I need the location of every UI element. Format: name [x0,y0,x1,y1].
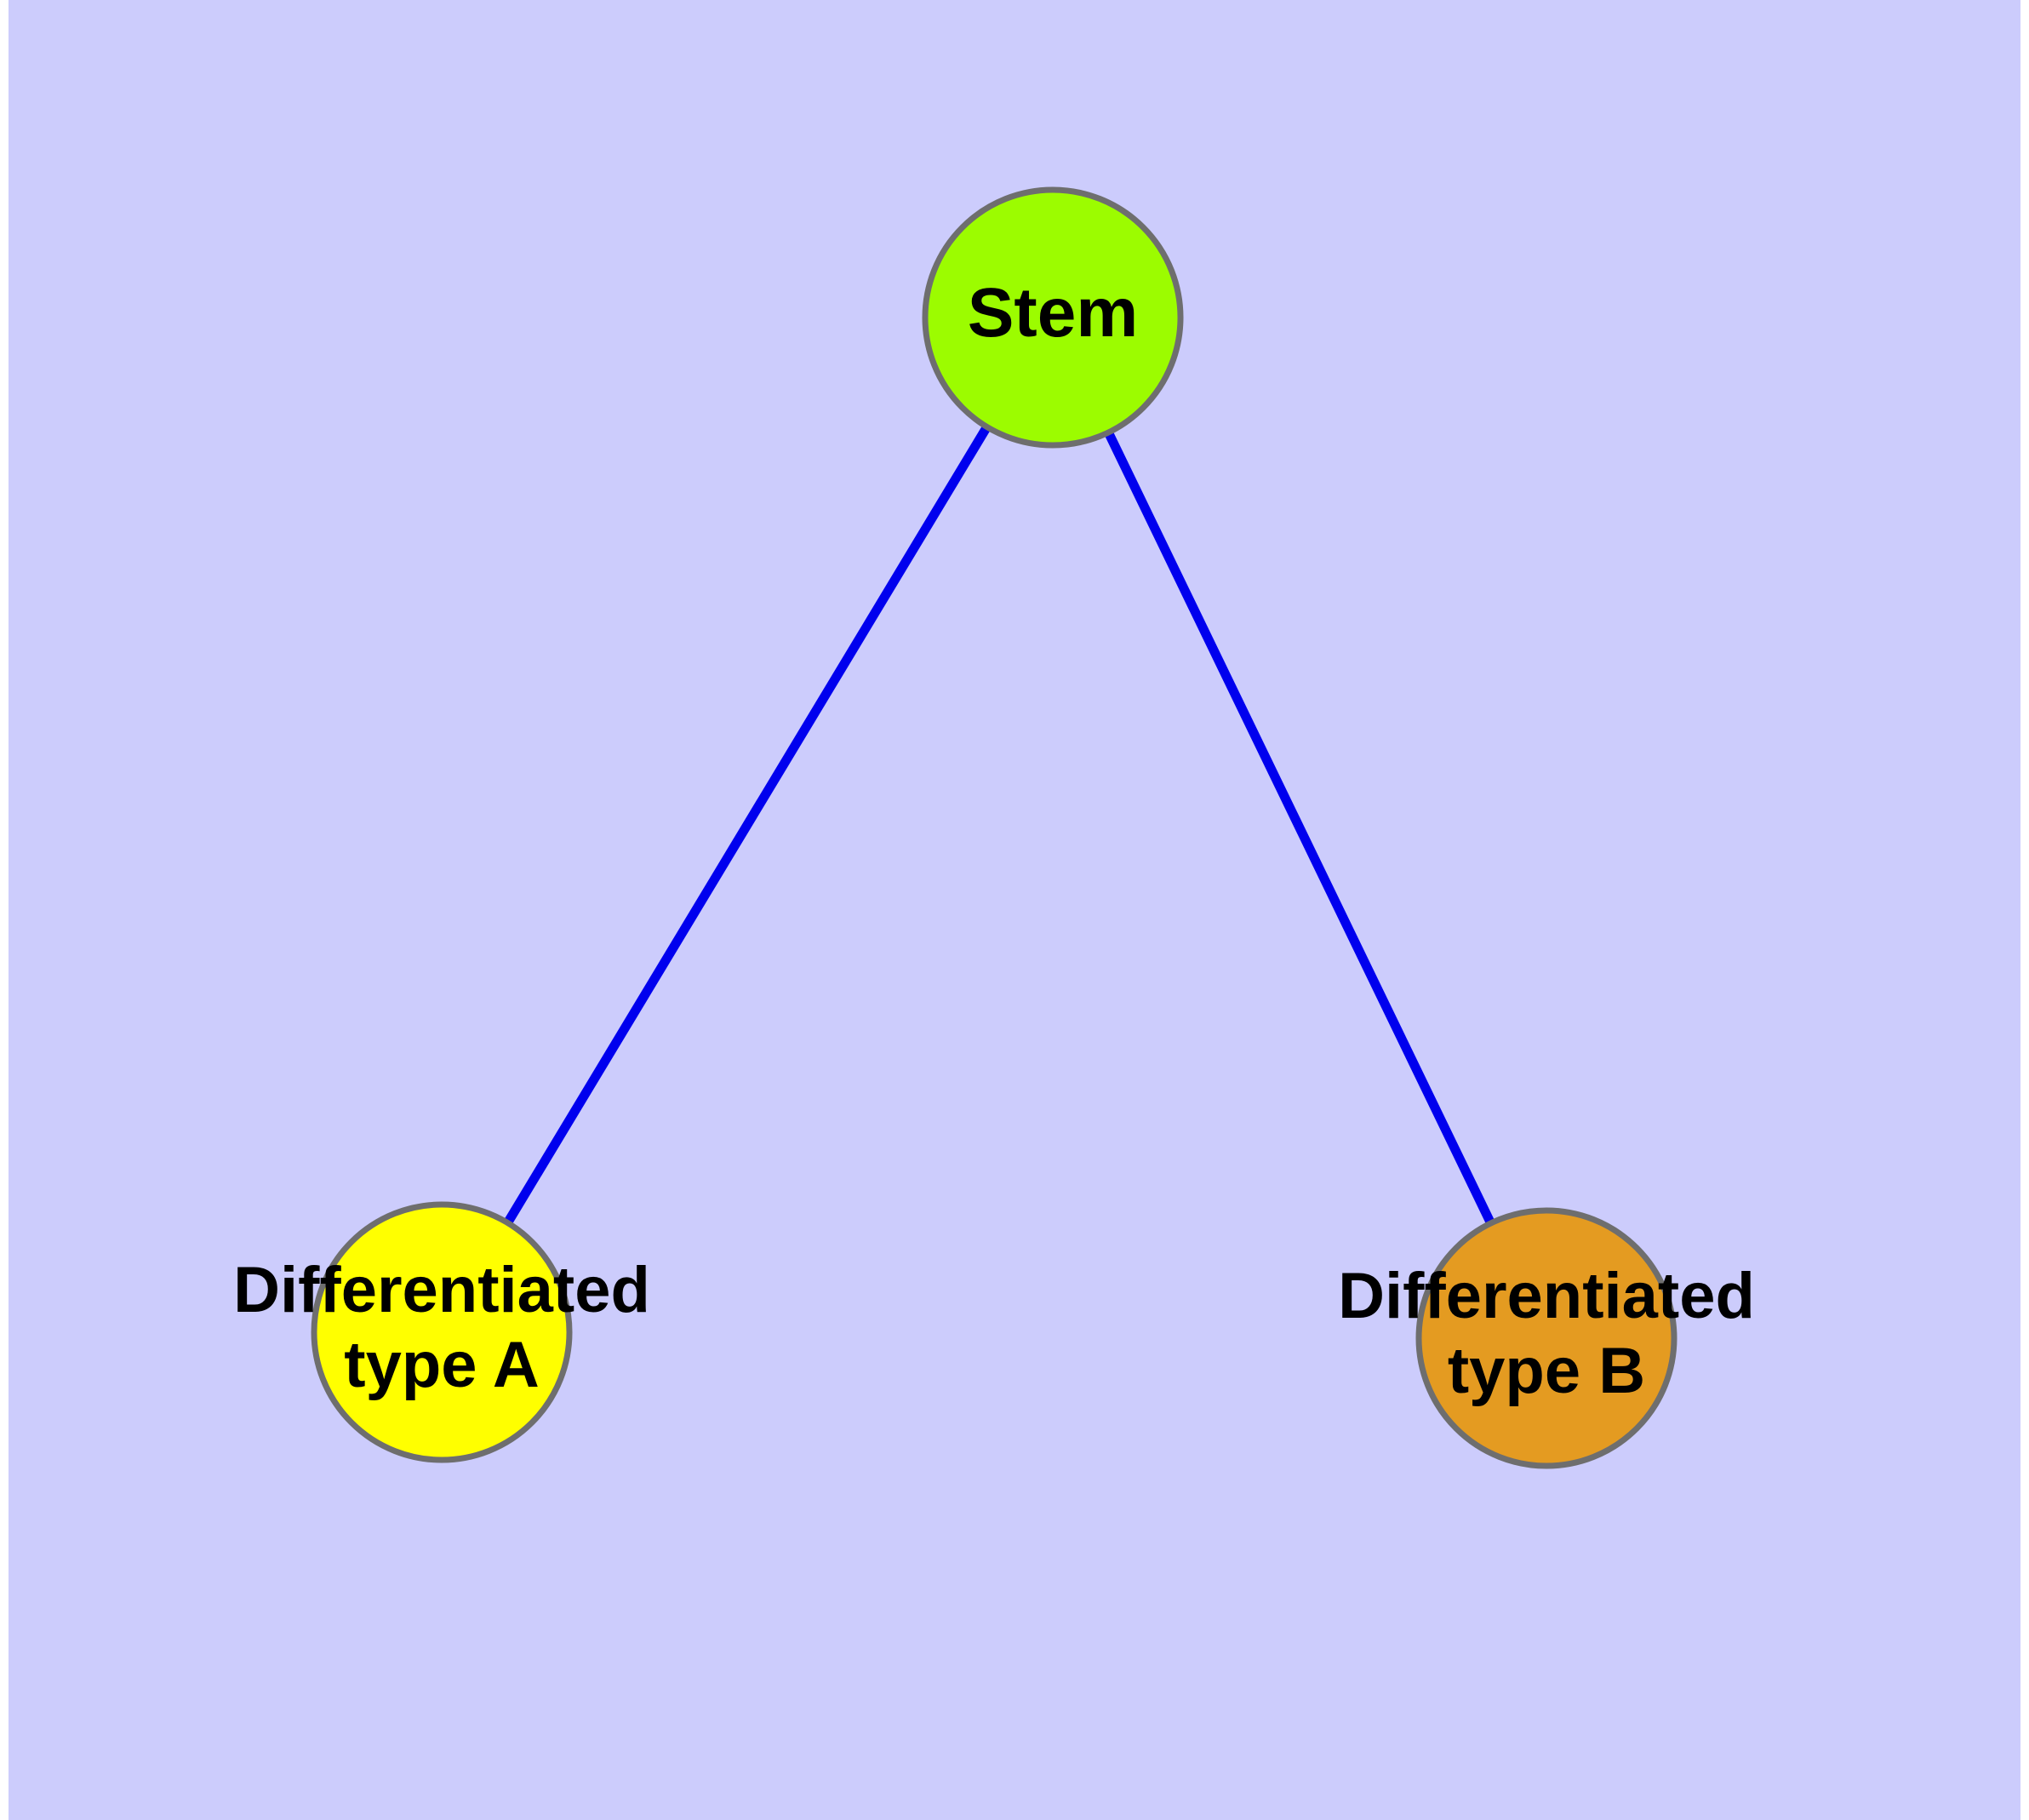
graph-node-label-line: Stem [968,274,1139,352]
graph-node-label-line: Differentiated [1338,1260,1755,1332]
edges-layer [503,424,1495,1226]
graph-node-label-line: Differentiated [233,1254,650,1326]
graph-node-diff-a[interactable] [311,1201,573,1463]
graph-edge-stem-to-b[interactable] [1104,430,1495,1226]
graph-edge-stem-to-a[interactable] [503,424,992,1226]
nodes-layer [311,186,1677,1469]
graph-node-stem[interactable] [922,186,1184,449]
graph-node-label-line: type A [344,1329,539,1401]
graph-node-label-stem: Stem [968,274,1139,352]
graph-node-label-line: type B [1448,1335,1645,1407]
graph-node-diff-b[interactable] [1415,1207,1677,1469]
